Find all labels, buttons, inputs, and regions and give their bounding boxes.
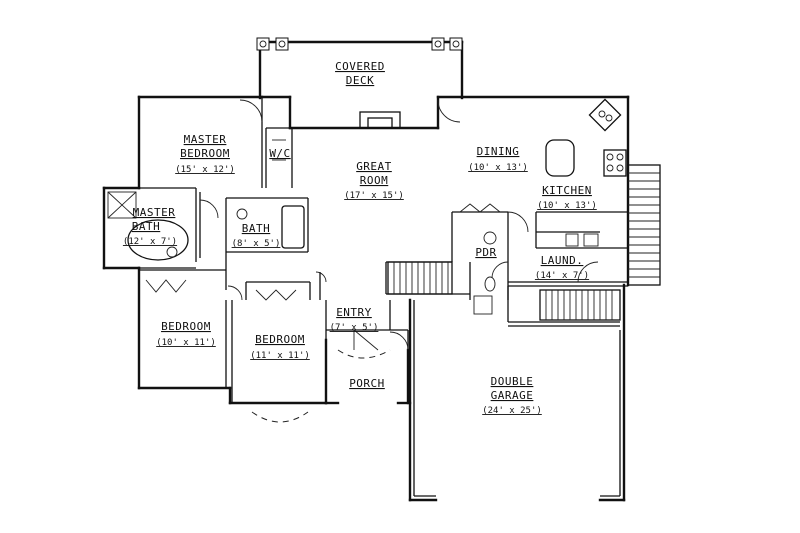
kitchen-island (545, 139, 575, 177)
bath-size: (8' x 5') (232, 239, 281, 249)
sinks (166, 208, 497, 315)
master-bedroom-label-1: MASTER (184, 133, 227, 146)
closet-bifolds (145, 139, 501, 301)
stairs-exterior (627, 164, 661, 286)
bath-label: BATH (242, 222, 271, 235)
room-labels: COVERED DECK MASTER BEDROOM (15' x 12') … (123, 60, 597, 416)
entry-size: (7' x 5') (330, 323, 379, 333)
door-swings (199, 99, 599, 351)
great-room-label-2: ROOM (360, 174, 389, 187)
bedroom-2-label: BEDROOM (255, 333, 305, 346)
garage-walls (413, 300, 621, 497)
master-bath-size: (12' x 7') (123, 237, 177, 247)
exterior-walls (102, 95, 630, 502)
bedroom-1-label: BEDROOM (161, 320, 211, 333)
wic-label: W/C (269, 147, 290, 160)
master-bedroom-label-2: BEDROOM (180, 147, 230, 160)
stairs-garage (539, 289, 621, 321)
covered-deck-outline (256, 37, 464, 100)
double-garage-size: (24' x 25') (482, 406, 542, 416)
laundry-size: (14' x 7') (535, 271, 589, 281)
laundry-label: LAUND. (541, 254, 584, 267)
dining-label: DINING (477, 145, 520, 158)
bedroom-1-size: (10' x 11') (156, 338, 216, 348)
great-room-size: (17' x 15') (344, 191, 404, 201)
bedroom-2-size: (11' x 11') (250, 351, 310, 361)
master-bedroom-size: (15' x 12') (175, 165, 235, 175)
master-bath-label-1: MASTER (133, 206, 176, 219)
master-bath-label-2: BATH (132, 220, 161, 233)
dashed-swings (251, 349, 391, 423)
great-room-label-1: GREAT (356, 160, 392, 173)
entry-label: ENTRY (336, 306, 372, 319)
dining-size: (10' x 13') (468, 163, 528, 173)
covered-deck-label-2: DECK (346, 74, 375, 87)
kitchen-label: KITCHEN (542, 184, 592, 197)
stairs-main (387, 261, 453, 295)
bathtub-master (107, 191, 189, 261)
kitchen-size: (10' x 13') (537, 201, 597, 211)
covered-deck-label-1: COVERED (335, 60, 385, 73)
porch-label: PORCH (349, 377, 385, 390)
double-garage-label-2: GARAGE (491, 389, 534, 402)
fireplace (359, 111, 401, 129)
double-garage-label-1: DOUBLE (491, 375, 534, 388)
kitchen-appliances (565, 98, 627, 247)
bathtub-hall (281, 205, 305, 249)
pdr-label: PDR (475, 246, 496, 259)
